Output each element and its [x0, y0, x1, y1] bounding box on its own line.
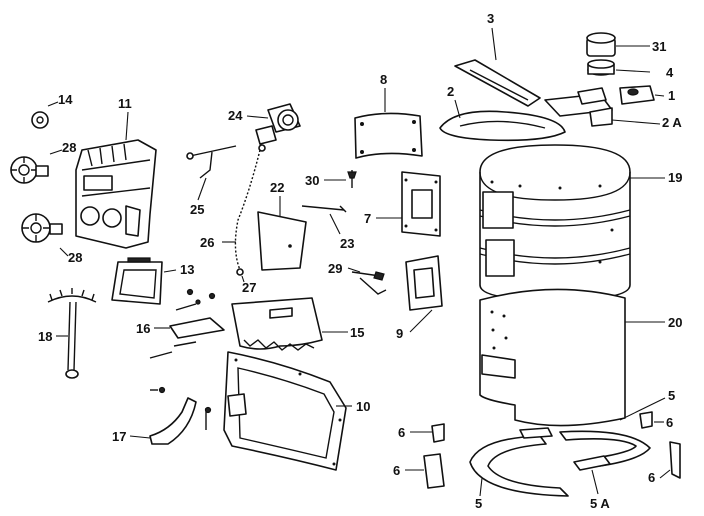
callout-6-right-top: 6 — [666, 415, 673, 430]
callout-7: 7 — [364, 211, 371, 226]
part-18-grate-tool — [47, 288, 97, 379]
callout-17: 17 — [112, 429, 126, 444]
part-17-hinge-bracket — [129, 386, 212, 445]
callout-22: 22 — [270, 180, 284, 195]
callout-6-right-bottom: 6 — [648, 470, 655, 485]
part-19-upper-shell — [479, 144, 665, 301]
callout-15: 15 — [350, 325, 364, 340]
part-29-latch — [347, 267, 387, 295]
callout-4: 4 — [666, 65, 674, 80]
part-2a-bracket — [544, 87, 661, 127]
part-20-lower-shell — [479, 288, 665, 427]
callout-9: 9 — [396, 326, 403, 341]
part-1-flue-collar — [619, 85, 665, 105]
callout-26: 26 — [200, 235, 214, 250]
part-27-chain — [234, 144, 266, 283]
callout-23: 23 — [340, 236, 354, 251]
callout-5a: 5 A — [590, 496, 610, 511]
callout-24: 24 — [228, 108, 243, 123]
callout-16: 16 — [136, 321, 150, 336]
callout-27: 27 — [242, 280, 256, 295]
callout-25: 25 — [190, 202, 204, 217]
callout-6-left-top: 6 — [398, 425, 405, 440]
callout-31: 31 — [652, 39, 666, 54]
callout-3: 3 — [487, 11, 494, 26]
part-31-cap — [586, 32, 650, 57]
part-24-draft-regulator — [246, 103, 301, 145]
part-22-damper-plate — [257, 196, 307, 271]
part-9-damper — [405, 255, 443, 333]
part-14-knob — [31, 101, 59, 129]
callout-29: 29 — [328, 261, 342, 276]
part-28-spin-draft-top — [10, 149, 63, 184]
callout-1: 1 — [668, 88, 675, 103]
part-11-front-casting — [75, 111, 157, 249]
callout-10: 10 — [356, 399, 370, 414]
part-13-ash-pan — [111, 257, 177, 305]
callout-13: 13 — [180, 262, 194, 277]
part-10-loading-door — [223, 351, 352, 471]
part-28-spin-draft-bottom — [21, 213, 69, 257]
part-2-top-plate — [439, 99, 566, 142]
callout-30: 30 — [305, 173, 319, 188]
callout-28-bottom: 28 — [68, 250, 82, 265]
part-4-ring — [587, 59, 651, 76]
part-16-hinge-assembly — [149, 288, 225, 359]
callout-11: 11 — [118, 96, 132, 111]
part-8-panel — [354, 88, 423, 159]
part-30-screw — [324, 170, 357, 188]
callout-28-top: 28 — [62, 140, 76, 155]
callout-6-left-bottom: 6 — [393, 463, 400, 478]
part-3-lid — [454, 27, 541, 107]
callout-2a: 2 A — [662, 115, 682, 130]
callout-19: 19 — [668, 170, 682, 185]
part-7-door-frame — [376, 171, 441, 237]
callout-8: 8 — [380, 72, 387, 87]
callout-20: 20 — [668, 315, 682, 330]
callout-5-top: 5 — [668, 388, 675, 403]
callout-2: 2 — [447, 84, 454, 99]
callout-5-bottom: 5 — [475, 496, 482, 511]
part-15-baffle — [231, 297, 348, 351]
part-6-clips — [405, 411, 681, 489]
part-23-rod — [301, 205, 347, 235]
callout-14: 14 — [58, 92, 73, 107]
part-25-handle — [186, 145, 237, 201]
part-5-base-ring — [469, 397, 666, 497]
callout-18: 18 — [38, 329, 52, 344]
